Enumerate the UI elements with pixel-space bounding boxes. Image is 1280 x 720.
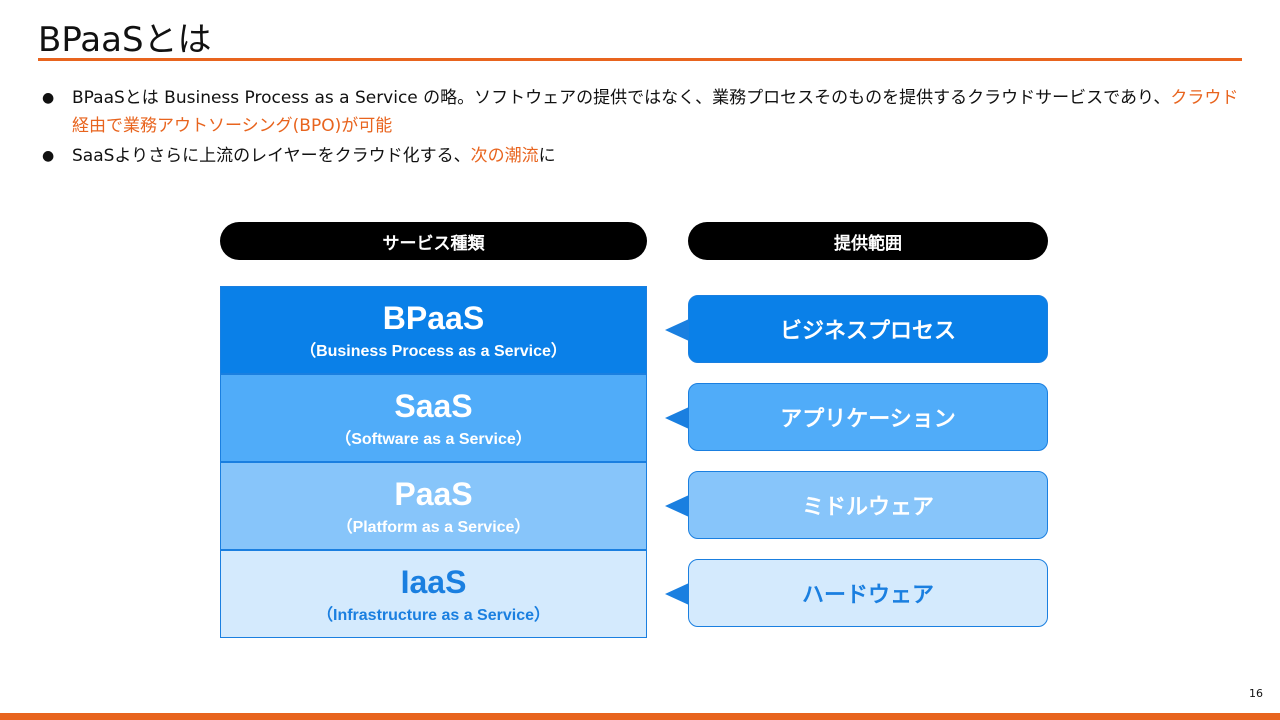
- scope-label: ビジネスプロセス: [779, 319, 956, 344]
- bullet-text: に: [538, 146, 556, 166]
- layer-saas: SaaS （Software as a Service）: [220, 374, 647, 462]
- scope-iaas: ハードウェア: [665, 559, 1048, 627]
- scope-paas: ミドルウェア: [665, 471, 1048, 539]
- layer-name: SaaS: [394, 388, 473, 424]
- scope-label: アプリケーション: [780, 407, 956, 432]
- bullet-highlight: 次の潮流: [470, 146, 539, 166]
- scope-label: ハードウェア: [801, 583, 934, 608]
- layer-fullname: （Platform as a Service）: [336, 519, 531, 536]
- scope-label: ミドルウェア: [801, 495, 934, 520]
- page-number: 16: [1249, 687, 1263, 700]
- bullet-text: BPaaSとは Business Process as a Service の略…: [72, 88, 1171, 108]
- layer-fullname: （Infrastructure as a Service）: [317, 607, 550, 624]
- layer-bpaas: BPaaS （Business Process as a Service）: [220, 286, 647, 374]
- layer-name: BPaaS: [382, 300, 485, 336]
- layer-fullname: （Business Process as a Service）: [300, 343, 567, 360]
- layer-iaas: IaaS （Infrastructure as a Service）: [220, 550, 647, 638]
- bullet-list: BPaaSとは Business Process as a Service の略…: [42, 84, 1252, 172]
- title-divider: [38, 58, 1242, 61]
- service-type-header: サービス種類: [220, 222, 647, 260]
- bullet-highlight: クラウド経由で業務アウトソーシング(BPO)が可能: [72, 88, 1239, 136]
- bullet-text: SaaSよりさらに上流のレイヤーをクラウド化する、: [72, 146, 471, 166]
- layer-name: PaaS: [394, 476, 473, 512]
- bullet-item: BPaaSとは Business Process as a Service の略…: [42, 84, 1252, 140]
- layer-name: IaaS: [400, 564, 467, 600]
- footer-bar: [0, 713, 1280, 720]
- layer-paas: PaaS （Platform as a Service）: [220, 462, 647, 550]
- layer-fullname: （Software as a Service）: [335, 431, 532, 448]
- scope-header: 提供範囲: [688, 222, 1048, 260]
- scope-bpaas: ビジネスプロセス: [665, 295, 1048, 363]
- bullet-item: SaaSよりさらに上流のレイヤーをクラウド化する、次の潮流に: [42, 142, 1252, 170]
- slide-title: BPaaSとは: [38, 20, 212, 60]
- scope-saas: アプリケーション: [665, 383, 1048, 451]
